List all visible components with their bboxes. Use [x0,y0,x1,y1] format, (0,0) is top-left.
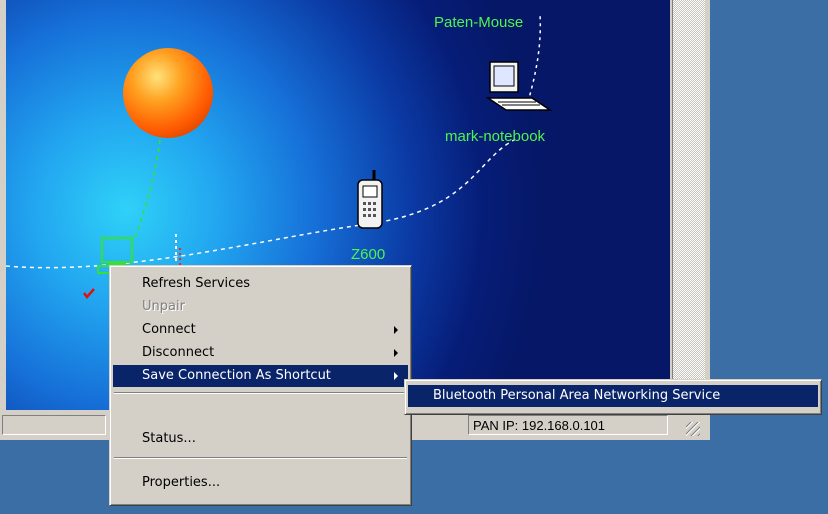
check-mark-icon [83,288,95,299]
device-context-menu: Refresh Services Unpair Connect Disconne… [109,265,412,506]
menu-item-label: Bluetooth Personal Area Networking Servi… [433,388,721,403]
bluetooth-neighborhood-window: mark-notebook Paten-Mouse Z600 PAN IP: 1… [0,0,710,440]
local-device-orb[interactable] [123,48,213,138]
submenu-arrow-icon [394,349,398,357]
save-shortcut-submenu: Bluetooth Personal Area Networking Servi… [404,379,822,415]
menu-item-label: Status... [142,431,196,446]
menu-item-label: Properties... [142,475,221,490]
menu-item-label: Disconnect [142,345,215,360]
device-label-mark-notebook[interactable]: mark-notebook [445,128,546,145]
menu-item-disconnect[interactable]: Disconnect [113,342,408,364]
menu-separator [114,457,407,459]
submenu-arrow-icon [394,372,398,380]
menu-item-bluetooth-pan-service[interactable]: Bluetooth Personal Area Networking Servi… [408,385,818,407]
menu-item-connect[interactable]: Connect [113,319,408,341]
status-pane-blank [2,415,106,435]
notebook-icon[interactable] [484,58,554,114]
submenu-arrow-icon [394,326,398,334]
device-label-z600[interactable]: Z600 [351,246,386,263]
device-label-paten-mouse[interactable]: Paten-Mouse [434,14,524,31]
menu-item-label: Refresh Services [142,276,251,291]
menu-item-label: Save Connection As Shortcut [142,368,331,383]
resize-grip[interactable] [686,422,700,436]
menu-item-save-connection-as-shortcut[interactable]: Save Connection As Shortcut [113,365,408,387]
menu-item-label: Unpair [142,299,185,314]
vertical-scrollbar[interactable] [672,0,705,410]
pan-ip-status: PAN IP: 192.168.0.101 [468,415,668,435]
phone-icon[interactable] [354,168,388,234]
menu-item-properties[interactable]: Properties... [113,472,408,494]
connection-lines [6,13,542,269]
menu-item-label: Connect [142,322,196,337]
menu-item-unpair: Unpair [113,296,408,318]
menu-item-status[interactable]: Status... [113,428,408,450]
menu-item-refresh-services[interactable]: Refresh Services [113,273,408,295]
menu-separator [114,392,407,394]
